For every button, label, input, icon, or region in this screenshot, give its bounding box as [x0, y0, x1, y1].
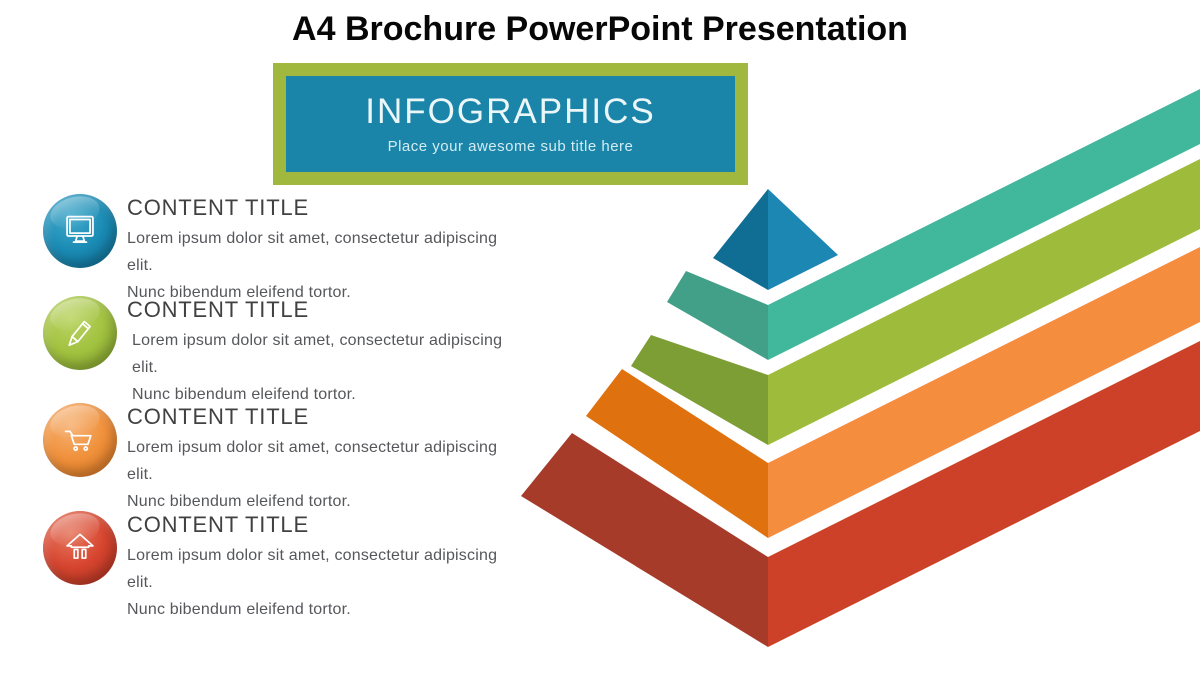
infographics-banner-inner: INFOGRAPHICS Place your awesome sub titl…	[286, 76, 735, 172]
pyramid-level-5-ribbon	[768, 341, 1200, 647]
content-body-line: Nunc bibendum eleifend tortor.	[127, 601, 351, 618]
content-item-2: CONTENT TITLE Lorem ipsum dolor sit amet…	[43, 296, 527, 408]
content-item-2-text: CONTENT TITLE Lorem ipsum dolor sit amet…	[127, 296, 527, 408]
pyramid-level-5-left-face	[521, 433, 768, 647]
home-icon-badge	[43, 511, 117, 585]
content-body-line: Nunc bibendum eleifend tortor.	[132, 386, 356, 403]
content-body-line: Lorem ipsum dolor sit amet, consectetur …	[127, 547, 498, 591]
page-title: A4 Brochure PowerPoint Presentation	[292, 10, 908, 48]
pyramid-level-4-left-face	[586, 369, 768, 538]
content-item-4-text: CONTENT TITLE Lorem ipsum dolor sit amet…	[127, 511, 527, 623]
banner-subtitle: Place your awesome sub title here	[387, 137, 634, 155]
pyramid-level-1-right-face	[768, 189, 838, 290]
pencil-icon	[68, 320, 91, 347]
content-title: CONTENT TITLE	[127, 297, 309, 322]
pyramid-level-4-ribbon	[768, 247, 1200, 538]
content-item-4: CONTENT TITLE Lorem ipsum dolor sit amet…	[43, 511, 527, 623]
content-body-line: Lorem ipsum dolor sit amet, consectetur …	[127, 230, 498, 274]
content-item-3: CONTENT TITLE Lorem ipsum dolor sit amet…	[43, 403, 527, 515]
home-icon	[66, 533, 94, 559]
pyramid-level-3-left-face	[631, 335, 768, 445]
pyramid-level-2-ribbon	[768, 89, 1200, 360]
content-body-line: Lorem ipsum dolor sit amet, consectetur …	[127, 439, 498, 483]
content-body-line: Nunc bibendum eleifend tortor.	[127, 284, 351, 301]
content-title: CONTENT TITLE	[127, 512, 309, 537]
cart-icon-badge	[43, 403, 117, 477]
pyramid-level-1-left-face	[713, 189, 768, 290]
content-title: CONTENT TITLE	[127, 404, 309, 429]
content-item-1: CONTENT TITLE Lorem ipsum dolor sit amet…	[43, 194, 527, 306]
pyramid-level-3-ribbon	[768, 159, 1200, 445]
banner-title: INFOGRAPHICS	[365, 92, 656, 132]
infographics-banner: INFOGRAPHICS Place your awesome sub titl…	[273, 63, 748, 185]
pyramid-level-2-left-face	[667, 271, 768, 360]
content-body-line: Nunc bibendum eleifend tortor.	[127, 493, 351, 510]
monitor-icon-badge	[43, 194, 117, 268]
content-body-line: Lorem ipsum dolor sit amet, consectetur …	[132, 332, 503, 376]
content-item-3-text: CONTENT TITLE Lorem ipsum dolor sit amet…	[127, 403, 527, 515]
content-item-1-text: CONTENT TITLE Lorem ipsum dolor sit amet…	[127, 194, 527, 306]
content-title: CONTENT TITLE	[127, 195, 309, 220]
pencil-icon-badge	[43, 296, 117, 370]
monitor-icon	[66, 215, 94, 244]
cart-icon	[64, 430, 92, 452]
